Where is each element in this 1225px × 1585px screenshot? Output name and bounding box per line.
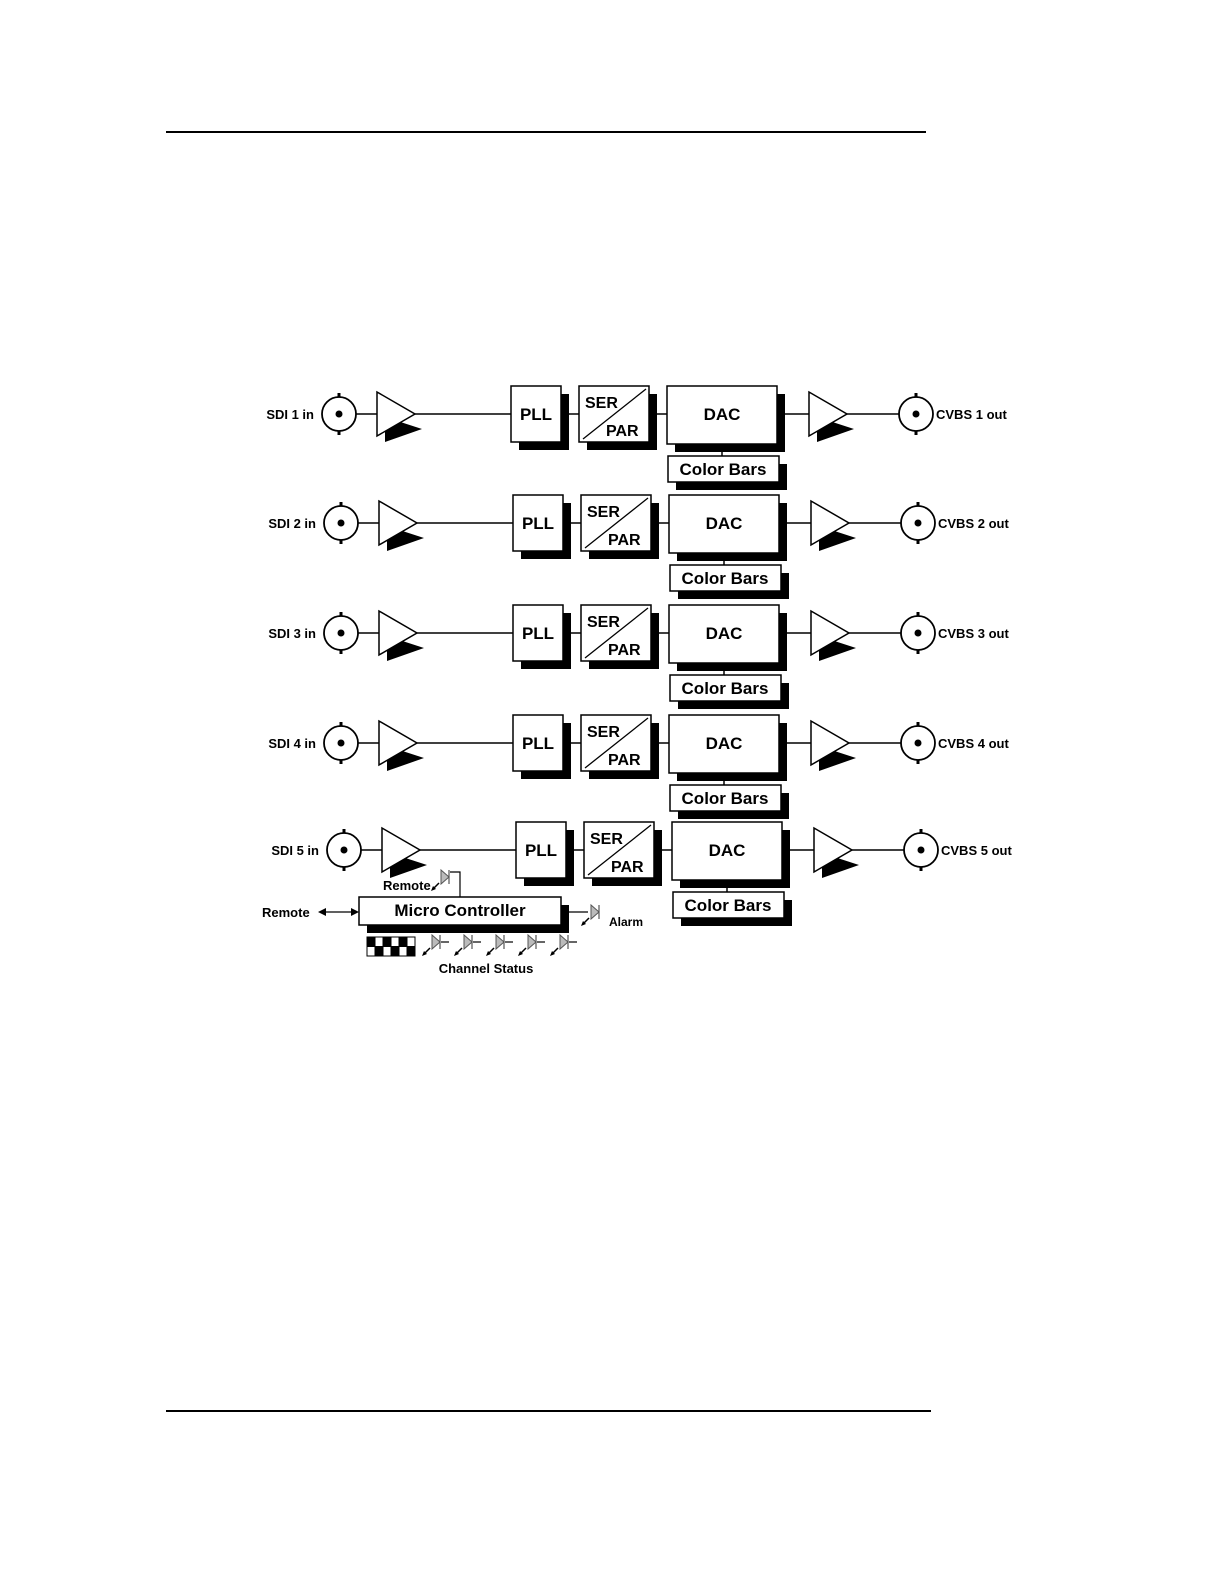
amplifier-triangle-icon	[814, 828, 859, 878]
input-label: SDI 2 in	[268, 516, 316, 531]
ser-par-block: SER PAR	[581, 715, 659, 779]
bnc-connector-icon	[322, 393, 356, 435]
channel-status-leds: Channel Status	[422, 935, 577, 976]
input-label: SDI 1 in	[266, 407, 314, 422]
dac-label: DAC	[706, 514, 743, 533]
color-bars-label: Color Bars	[680, 460, 767, 479]
micro-controller-section: Micro ControllerRemoteRemoteAlarmChannel…	[262, 870, 643, 976]
bnc-connector-icon	[904, 829, 938, 871]
output-label: CVBS 2 out	[938, 516, 1009, 531]
par-label: PAR	[611, 859, 644, 876]
amplifier-triangle-icon	[377, 392, 422, 442]
led-icon	[431, 870, 449, 891]
par-label: PAR	[606, 423, 639, 440]
pll-label: PLL	[525, 841, 557, 860]
bnc-connector-icon	[901, 502, 935, 544]
dac-label: DAC	[706, 624, 743, 643]
amplifier-triangle-icon	[379, 611, 424, 661]
par-label: PAR	[608, 642, 641, 659]
ser-par-block: SER PAR	[579, 386, 657, 450]
par-label: PAR	[608, 752, 641, 769]
amplifier-triangle-icon	[811, 611, 856, 661]
alarm-label: Alarm	[609, 915, 643, 929]
channel-row-2: SDI 2 in PLL SER PAR DAC Color Bars CVBS 2 out	[268, 495, 1009, 599]
output-label: CVBS 4 out	[938, 736, 1009, 751]
bnc-connector-icon	[327, 829, 361, 871]
pll-label: PLL	[522, 514, 554, 533]
output-label: CVBS 1 out	[936, 407, 1007, 422]
ser-label: SER	[587, 614, 620, 631]
input-label: SDI 4 in	[268, 736, 316, 751]
amplifier-triangle-icon	[811, 721, 856, 771]
bnc-connector-icon	[899, 393, 933, 435]
ser-label: SER	[587, 504, 620, 521]
color-bars-label: Color Bars	[682, 789, 769, 808]
channel-row-3: SDI 3 in PLL SER PAR DAC Color Bars CVBS 3 out	[268, 605, 1009, 709]
pll-label: PLL	[522, 624, 554, 643]
ser-par-block: SER PAR	[584, 822, 662, 886]
input-label: SDI 5 in	[271, 843, 319, 858]
led-icon	[486, 935, 504, 956]
ser-par-block: SER PAR	[581, 605, 659, 669]
amplifier-triangle-icon	[809, 392, 854, 442]
alarm-led: Alarm	[569, 905, 643, 929]
input-label: SDI 3 in	[268, 626, 316, 641]
remote-led-label: Remote	[383, 878, 431, 893]
color-bars-label: Color Bars	[682, 679, 769, 698]
dip-switch-icon	[367, 937, 415, 956]
bnc-connector-icon	[324, 722, 358, 764]
amplifier-triangle-icon	[379, 721, 424, 771]
ser-label: SER	[587, 724, 620, 741]
remote-port-label: Remote	[262, 905, 310, 920]
led-icon	[518, 935, 536, 956]
micro-controller-label: Micro Controller	[394, 901, 526, 920]
color-bars-label: Color Bars	[685, 896, 772, 915]
ser-label: SER	[585, 395, 618, 412]
amplifier-triangle-icon	[379, 501, 424, 551]
amplifier-triangle-icon	[811, 501, 856, 551]
output-label: CVBS 5 out	[941, 843, 1012, 858]
output-label: CVBS 3 out	[938, 626, 1009, 641]
par-label: PAR	[608, 532, 641, 549]
color-bars-label: Color Bars	[682, 569, 769, 588]
channel-status-label: Channel Status	[439, 961, 534, 976]
channel-rows: SDI 1 in PLL SER PAR DAC Color Bars CVBS 1 out…	[266, 386, 1012, 926]
pll-label: PLL	[520, 405, 552, 424]
dac-label: DAC	[704, 405, 741, 424]
channel-row-4: SDI 4 in PLL SER PAR DAC Color Bars CVBS 4 out	[268, 715, 1009, 819]
bnc-connector-icon	[901, 722, 935, 764]
dac-label: DAC	[706, 734, 743, 753]
bnc-connector-icon	[324, 612, 358, 654]
led-icon	[581, 905, 599, 926]
bnc-connector-icon	[324, 502, 358, 544]
led-icon	[454, 935, 472, 956]
channel-row-1: SDI 1 in PLL SER PAR DAC Color Bars CVBS 1 out	[266, 386, 1007, 490]
bidirectional-arrow-icon	[318, 908, 359, 916]
pll-label: PLL	[522, 734, 554, 753]
led-icon	[422, 935, 440, 956]
amplifier-triangle-icon	[382, 828, 427, 878]
ser-par-block: SER PAR	[581, 495, 659, 559]
led-icon	[550, 935, 568, 956]
ser-label: SER	[590, 831, 623, 848]
dac-label: DAC	[709, 841, 746, 860]
bnc-connector-icon	[901, 612, 935, 654]
